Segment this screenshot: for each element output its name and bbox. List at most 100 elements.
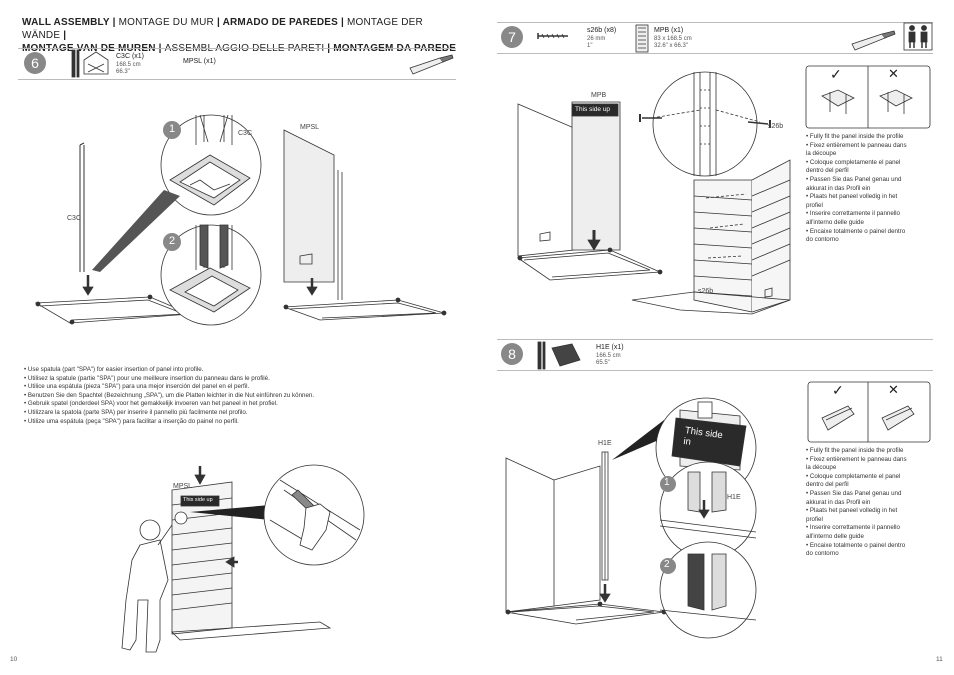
spatula-icon (409, 54, 454, 75)
step8-part1-dim2: 65.5" (596, 360, 610, 366)
bullet: dentro del perfil (806, 481, 849, 489)
title-de: MONTAGE DER WÄNDE (22, 17, 423, 41)
instruction-en: • Use spatula (part "SPA") for easier in… (24, 366, 204, 373)
zoom8-1-number: 1 (664, 477, 670, 488)
label-mpb: MPB (591, 92, 607, 99)
page-number-right: 11 (936, 656, 943, 663)
step7-part1-name: s26b (x8) (587, 27, 617, 34)
bullet: dentro del perfil (806, 167, 849, 175)
sep: | (338, 17, 347, 28)
zoom-circle-2 (160, 224, 262, 326)
bullet: • Inserire correttamente il pannello (806, 524, 900, 532)
step6-part1-name: C3C (x1) (116, 53, 145, 60)
zoom2-number: 2 (168, 235, 176, 247)
bullet: akkurat in das Profil ein (806, 184, 871, 192)
c3c-profile-drawing (79, 142, 94, 296)
bullet: all'interno delle guide (806, 532, 864, 540)
bullet: • Encaixe totalmente o painel dentro (806, 227, 906, 235)
step7-wall-left (517, 103, 575, 257)
instruction-de: • Benutzen Sie den Spachtel (Bezeichnung… (24, 391, 315, 399)
step7-part2-name: MPB (x1) (654, 27, 684, 34)
mpb-panel (571, 101, 621, 251)
bullet: • Fully fit the panel inside the profile (806, 133, 904, 140)
bullet: • Fixez entièrement le panneau dans (806, 141, 907, 149)
screw-icon (537, 33, 568, 39)
wall-panel-stack (171, 466, 332, 641)
step7-part1-dim1: 26 mm (587, 36, 606, 42)
person-drawing (121, 519, 179, 653)
zoom-circle-1 (160, 114, 262, 216)
step8-rule-top (497, 339, 933, 340)
zoom-circle-screws (639, 71, 771, 177)
step8-number: 8 (501, 343, 523, 365)
label-s26b-zoom: s26b (768, 123, 784, 130)
bullet: profiel (806, 201, 823, 209)
zoom-badge-1 (163, 121, 181, 139)
page-number-left: 10 (10, 656, 18, 663)
step7-rule-top (497, 22, 933, 23)
bullet: la découpe (806, 150, 837, 158)
bullet: profiel (806, 515, 823, 523)
step7-check-box (805, 65, 931, 129)
header-line-1: WALL ASSEMBLY | MONTAGE DU MUR | ARMADO … (22, 16, 462, 42)
instruction-fr: • Utilisez la spatule (partie "SPA") pou… (24, 374, 270, 382)
label-mpsl-bottom: MPSL (173, 483, 193, 490)
title-en: WALL ASSEMBLY (22, 17, 110, 28)
bullet: • Passen Sie das Panel genau und (806, 489, 902, 497)
step6-instructions: • Use spatula (part "SPA") for easier in… (24, 366, 454, 426)
step7-bullets: • Fully fit the panel inside the profile… (806, 133, 936, 245)
zoom-circle-step8-2 (659, 541, 757, 639)
step6-part2-name: MPSL (x1) (183, 58, 216, 65)
label-c3c-zoom: C3C (238, 130, 253, 137)
h1e-profile-icon (537, 341, 581, 370)
bullet: do contorno (806, 550, 839, 558)
mpsl-panel-drawing (283, 129, 343, 300)
two-persons-icon (903, 22, 933, 51)
step8-part1-name: H1E (x1) (596, 344, 624, 351)
step6-rule-top (18, 48, 456, 49)
step8-rule-bottom (497, 370, 933, 371)
zoom-badge-2 (163, 233, 181, 251)
check-icon: ✓ (830, 66, 842, 82)
profile-icon (71, 49, 109, 78)
sep: | (60, 30, 67, 41)
h1e-profile (599, 451, 611, 603)
bullet: la découpe (806, 464, 837, 472)
bullet: • Plaats het paneel volledig in het (806, 507, 898, 515)
step7-number: 7 (501, 26, 523, 48)
cross-icon: ✕ (888, 66, 899, 81)
bullet: • Inserire correttamente il pannello (806, 210, 900, 218)
zoom1-number: 1 (168, 123, 176, 135)
bullet: • Passen Sie das Panel genau und (806, 175, 902, 183)
zoom-badge-8-1 (660, 476, 676, 492)
step6-part1-dim1: 168.5 cm (116, 62, 141, 68)
cross-icon-8: ✕ (888, 382, 899, 397)
label-s26b: s26b (698, 288, 714, 295)
bullet: • Coloque completamente el panel (806, 472, 901, 480)
step7-shower-enclosure (631, 159, 791, 315)
step8-enclosure (505, 457, 667, 625)
label-h1e-zoom: H1E (727, 494, 741, 501)
bullet: all'interno delle guide (806, 218, 864, 226)
spatula-icon-7 (851, 30, 896, 51)
label-mpsl: MPSL (300, 124, 320, 131)
step7-part1-dim2: 1" (587, 43, 593, 49)
check-icon-8: ✓ (832, 382, 844, 398)
bullet: • Fully fit the panel inside the profile (806, 447, 904, 454)
label-c3c: C3C (67, 215, 82, 222)
bullet: akkurat in das Profil ein (806, 498, 871, 506)
bullet: • Coloque completamente el panel (806, 158, 901, 166)
bullet: • Fixez entièrement le panneau dans (806, 455, 907, 463)
instruction-es: • Utilice una espátula (pieza "SPA") par… (24, 383, 250, 391)
bullet: • Plaats het paneel volledig in het (806, 193, 898, 201)
step7-rule-bottom (497, 53, 933, 54)
zoom8-2-number: 2 (664, 559, 670, 570)
zoom-pointer-1 (92, 190, 180, 272)
step8-bullets: • Fully fit the panel inside the profile… (806, 447, 936, 559)
zoom-circle-step8-1 (659, 461, 757, 559)
title-fr: MONTAGE DU MUR (118, 17, 214, 28)
step7-part2-dim2: 32.6" x 66.3" (654, 43, 688, 49)
title-es: ARMADO DE PAREDES (222, 17, 339, 28)
zoom-badge-8-2 (660, 558, 676, 574)
